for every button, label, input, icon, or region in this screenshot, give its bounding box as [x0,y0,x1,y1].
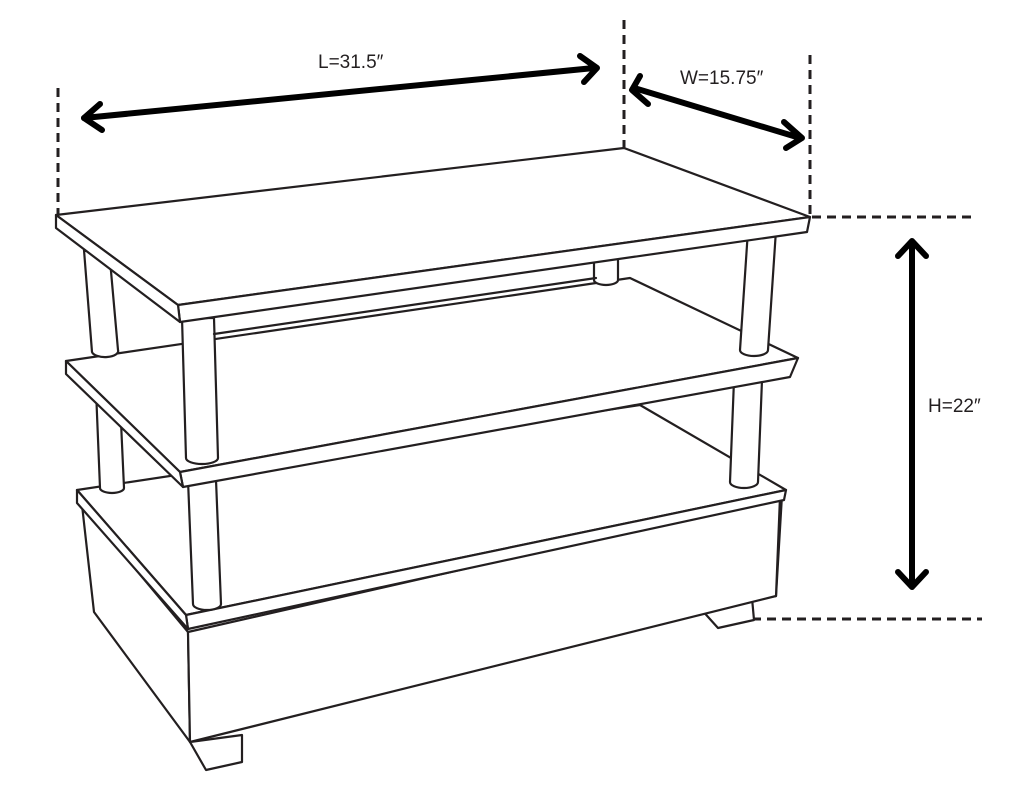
middle-shelf-rear-rail [212,276,598,336]
height-label: H=22″ [928,396,981,417]
lower-front-post [186,478,223,612]
middle-shelf [64,276,800,489]
width-label: W=15.75″ [680,68,764,89]
length-arrowhead-right [577,53,600,85]
lower-back-right-post [728,378,764,490]
width-arrowhead-left [629,73,651,107]
upper-back-right-post [738,228,778,358]
length-arrow-shaft [81,65,597,121]
height-arrowhead-top [895,238,929,259]
length-label: L=31.5″ [318,52,384,73]
height-arrow [895,238,929,590]
upper-back-left-post [82,248,120,359]
top-shelf-left-edge [54,213,182,324]
middle-shelf-left-edge [64,359,185,489]
upper-front-post [180,316,220,466]
dimension-guides [56,20,982,621]
base-top-left-edge [75,488,190,631]
lower-back-posts [94,378,764,495]
front-foot [188,733,244,772]
length-arrowhead-left [81,101,105,133]
height-arrowhead-bottom [895,569,929,590]
base-cabinet [75,403,788,772]
width-arrowhead-right [781,119,805,151]
upper-back-center-post [592,254,620,287]
width-arrow [629,73,805,151]
width-arrow-shaft [631,85,803,141]
top-shelf [54,146,812,324]
upper-posts [82,228,778,466]
length-arrow [81,53,600,133]
